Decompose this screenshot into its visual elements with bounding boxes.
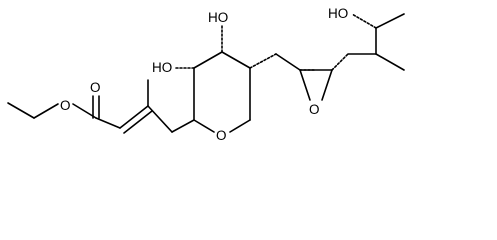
bond-methyl-right bbox=[375, 53, 405, 71]
epox-bond-c2-o bbox=[321, 69, 333, 101]
label-ester-o: O bbox=[60, 98, 71, 113]
bond-methyl-ethyl bbox=[7, 102, 35, 119]
label-side-chain-oh: HO bbox=[328, 6, 348, 21]
bond-choh-methyl bbox=[375, 13, 405, 29]
label-top-oh: HO bbox=[208, 10, 228, 25]
bond-to-ch2 bbox=[147, 105, 173, 133]
bond-alkene-a bbox=[119, 105, 149, 129]
hash-epox-c2 bbox=[331, 53, 349, 71]
hash-choh-oh bbox=[351, 13, 377, 29]
ring-bond-c4-c3 bbox=[193, 51, 223, 69]
bond-carbonyl-alpha bbox=[95, 117, 121, 129]
chemical-structure: O O O HO HO O HO bbox=[7, 6, 405, 143]
bond-alkene-b bbox=[123, 110, 153, 134]
label-epoxide-o: O bbox=[309, 102, 320, 117]
bond-ethyl-o bbox=[33, 103, 59, 119]
label-ring-o: O bbox=[216, 128, 227, 143]
label-left-oh: HO bbox=[152, 60, 172, 75]
epoxide-side-chain bbox=[275, 13, 405, 101]
bond-o-carbonyl bbox=[72, 103, 97, 119]
ring-bond-o-c6 bbox=[229, 119, 251, 133]
bond-ch2-epox bbox=[275, 53, 301, 71]
epox-bond-c1-o bbox=[299, 69, 311, 101]
ring-bond-c2-o bbox=[193, 119, 215, 133]
hash-c5-ch2 bbox=[249, 53, 277, 69]
pyran-ring bbox=[175, 25, 277, 133]
label-carbonyl-o: O bbox=[90, 80, 101, 95]
alkene-chain bbox=[95, 79, 195, 134]
bond-ch2-ring bbox=[171, 119, 195, 133]
ring-bond-c5-c4 bbox=[221, 51, 251, 69]
ethyl-ester-group bbox=[7, 95, 100, 119]
